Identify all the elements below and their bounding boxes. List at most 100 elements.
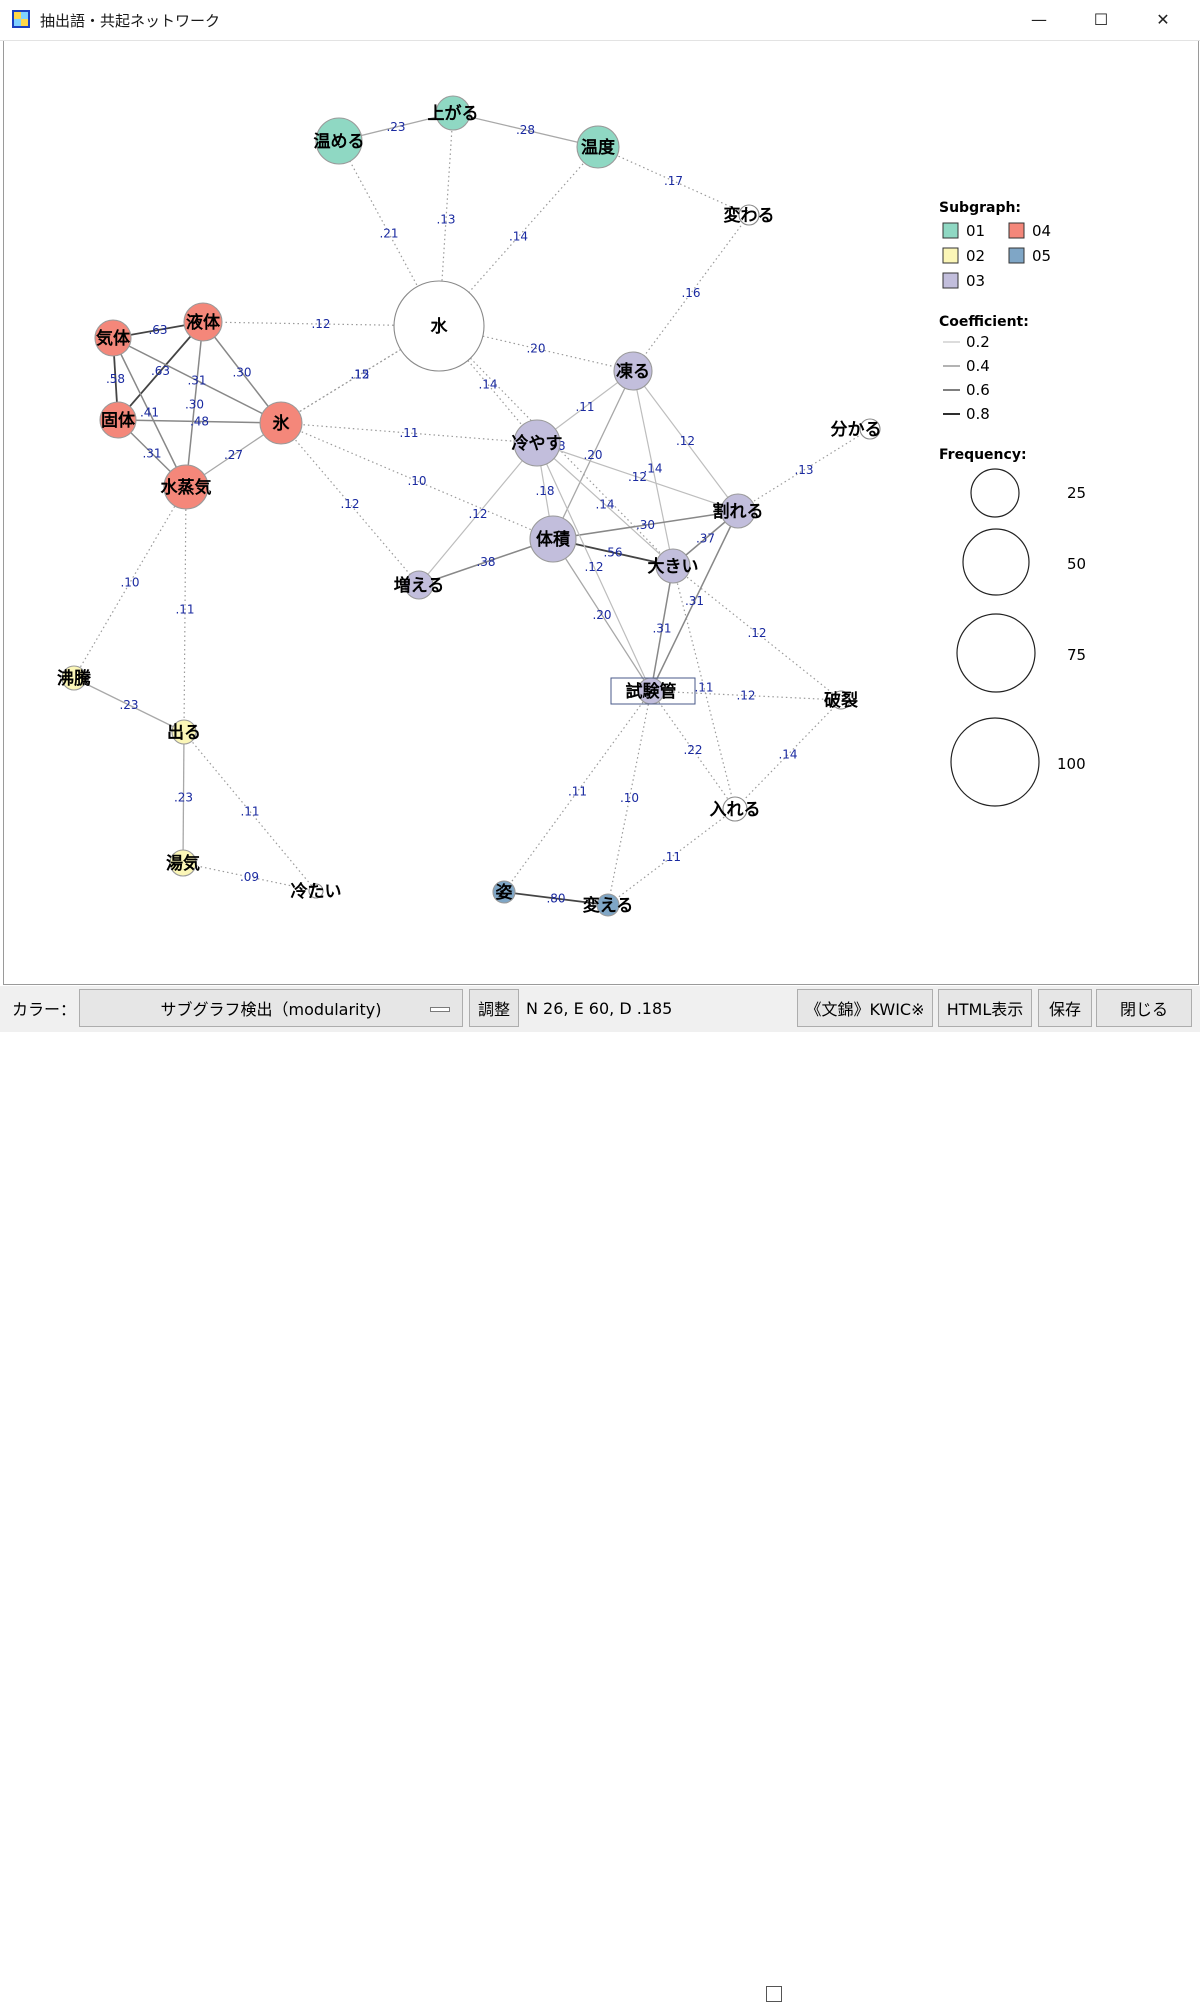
node-hiyasu[interactable]: 冷やす <box>512 419 563 467</box>
legend-label-01: 01 <box>966 222 985 240</box>
adjust-button[interactable]: 調整 <box>469 989 519 1027</box>
edge-ekitai-mizu <box>202 321 440 327</box>
node-circle <box>576 125 620 169</box>
node-wareru[interactable]: 割れる <box>713 493 764 529</box>
node-kooru[interactable]: 凍る <box>613 351 653 391</box>
edge-coefficient-label: .18 <box>535 484 554 498</box>
edge-wakaru-wareru <box>737 428 871 512</box>
color-mode-select[interactable]: サブグラフ検出（modularity) <box>79 989 463 1027</box>
legend-freq-circle-75 <box>956 613 1036 693</box>
node-label: 冷たい <box>291 881 342 902</box>
node-shikenkan[interactable]: 試験管 <box>610 677 696 705</box>
dropdown-handle-icon[interactable] <box>430 1007 450 1012</box>
node-kitai[interactable]: 気体 <box>94 319 132 357</box>
node-kaeru[interactable]: 変える <box>583 893 634 917</box>
edge-coefficient-label: .22 <box>683 743 702 757</box>
node-label: 沸騰 <box>57 668 92 689</box>
node-atatameru[interactable]: 温める <box>314 117 365 165</box>
title-bar: 抽出語・共起ネットワーク — ☐ ✕ <box>0 0 1200 41</box>
node-koori[interactable]: 氷 <box>259 401 303 445</box>
node-yuge[interactable]: 湯気 <box>166 849 200 877</box>
node-label: 体積 <box>536 529 571 550</box>
node-ookii[interactable]: 大きい <box>648 548 699 584</box>
edge-coefficient-label: .30 <box>636 518 655 532</box>
edge-coefficient-label: .20 <box>526 342 545 356</box>
edge-coefficient-label: .12 <box>628 470 647 484</box>
edge-coefficient-label: .41 <box>140 406 159 420</box>
node-fueru[interactable]: 増える <box>394 570 445 600</box>
edge-deru-tsumetai <box>183 731 317 892</box>
edge-kotai-koori <box>117 419 282 424</box>
edge-shikenkan-sugata <box>503 690 652 893</box>
node-suijouki[interactable]: 水蒸気 <box>161 464 212 510</box>
legend-coef-label-04: 0.4 <box>966 357 990 375</box>
edge-coefficient-label: .58 <box>106 372 125 386</box>
node-agaru[interactable]: 上がる <box>428 95 479 131</box>
node-haretsu[interactable]: 破裂 <box>824 690 858 711</box>
node-wakaru[interactable]: 分かる <box>831 418 882 440</box>
legend-swatch-01 <box>942 222 959 239</box>
close-window-button[interactable]: ✕ <box>1156 9 1170 29</box>
legend-coef-label-08: 0.8 <box>966 405 990 423</box>
edge-haretsu-ireru <box>734 699 842 810</box>
kwic-button[interactable]: 《文錦》KWIC※ <box>797 989 933 1027</box>
node-ireru[interactable]: 入れる <box>710 796 761 822</box>
node-label: 液体 <box>186 312 221 333</box>
bottom-toolbar: カラー： サブグラフ検出（modularity) 調整 N 26, E 60, … <box>0 986 1200 2002</box>
edge-coefficient-label: .12 <box>736 689 755 703</box>
node-circle <box>722 796 748 822</box>
legend-subgraph-title: Subgraph: <box>939 200 1021 216</box>
edge-mizu-hiyasu <box>438 325 538 444</box>
minimize-button[interactable]: — <box>1031 9 1047 29</box>
node-label: 固体 <box>101 410 136 431</box>
maximize-button[interactable]: ☐ <box>1093 9 1109 29</box>
edge-coefficient-label: .13 <box>436 213 455 227</box>
node-label: 変える <box>583 895 634 916</box>
edge-coefficient-label: .31 <box>652 622 671 636</box>
close-button[interactable]: 閉じる <box>1096 989 1192 1027</box>
node-circle <box>720 493 756 529</box>
legend-coef-label-06: 0.6 <box>966 381 990 399</box>
node-deru[interactable]: 出る <box>167 719 201 745</box>
edge-taiseki-wareru <box>552 510 739 540</box>
edge-mizu-koori <box>280 325 440 424</box>
edge-coefficient-label: .38 <box>476 555 495 569</box>
kwic-checkbox[interactable] <box>766 1986 782 2002</box>
node-kotai[interactable]: 固体 <box>99 401 137 439</box>
edge-hiyasu-shikenkan <box>536 442 652 692</box>
node-ondo[interactable]: 温度 <box>576 125 620 169</box>
edge-coefficient-label: .10 <box>407 474 426 488</box>
edge-kooru-wareru <box>632 370 739 512</box>
edge-coefficient-label: .09 <box>240 870 259 884</box>
node-sugata[interactable]: 姿 <box>492 880 516 904</box>
node-circle <box>259 401 303 445</box>
node-label: 変わる <box>724 205 775 226</box>
node-ekitai[interactable]: 液体 <box>183 302 223 342</box>
edge-coefficient-label: .56 <box>603 546 622 560</box>
network-canvas: .23.28.17.21.13.14.16.12.20.12.14.63.58.… <box>3 41 1199 985</box>
node-tsumetai[interactable]: 冷たい <box>291 881 342 902</box>
edge-coefficient-label: .23 <box>174 791 193 805</box>
edge-ondo-kawaru <box>597 146 750 216</box>
save-button[interactable]: 保存 <box>1038 989 1092 1027</box>
node-label: 冷やす <box>512 433 563 454</box>
legend-label-04: 04 <box>1032 222 1051 240</box>
edge-shikenkan-haretsu <box>650 690 842 701</box>
node-kawaru[interactable]: 変わる <box>724 204 775 226</box>
edge-ekitai-suijouki <box>185 321 204 488</box>
node-label: 姿 <box>496 882 513 903</box>
node-futtou[interactable]: 沸騰 <box>57 665 92 691</box>
color-mode-value: サブグラフ検出（modularity) <box>160 1000 382 1019</box>
node-circle <box>315 117 363 165</box>
edge-deru-yuge <box>182 731 185 864</box>
edge-coefficient-label: .23 <box>386 120 405 134</box>
html-view-button[interactable]: HTML表示 <box>938 989 1032 1027</box>
node-label: 湯気 <box>166 853 200 874</box>
node-taiseki[interactable]: 体積 <box>529 515 577 563</box>
node-label: 出る <box>167 722 201 743</box>
node-mizu[interactable]: 水 <box>393 280 485 372</box>
color-label: カラー： <box>12 1000 77 1019</box>
edge-coefficient-label: .80 <box>546 892 565 906</box>
legend-frequency-title: Frequency: <box>939 447 1027 463</box>
